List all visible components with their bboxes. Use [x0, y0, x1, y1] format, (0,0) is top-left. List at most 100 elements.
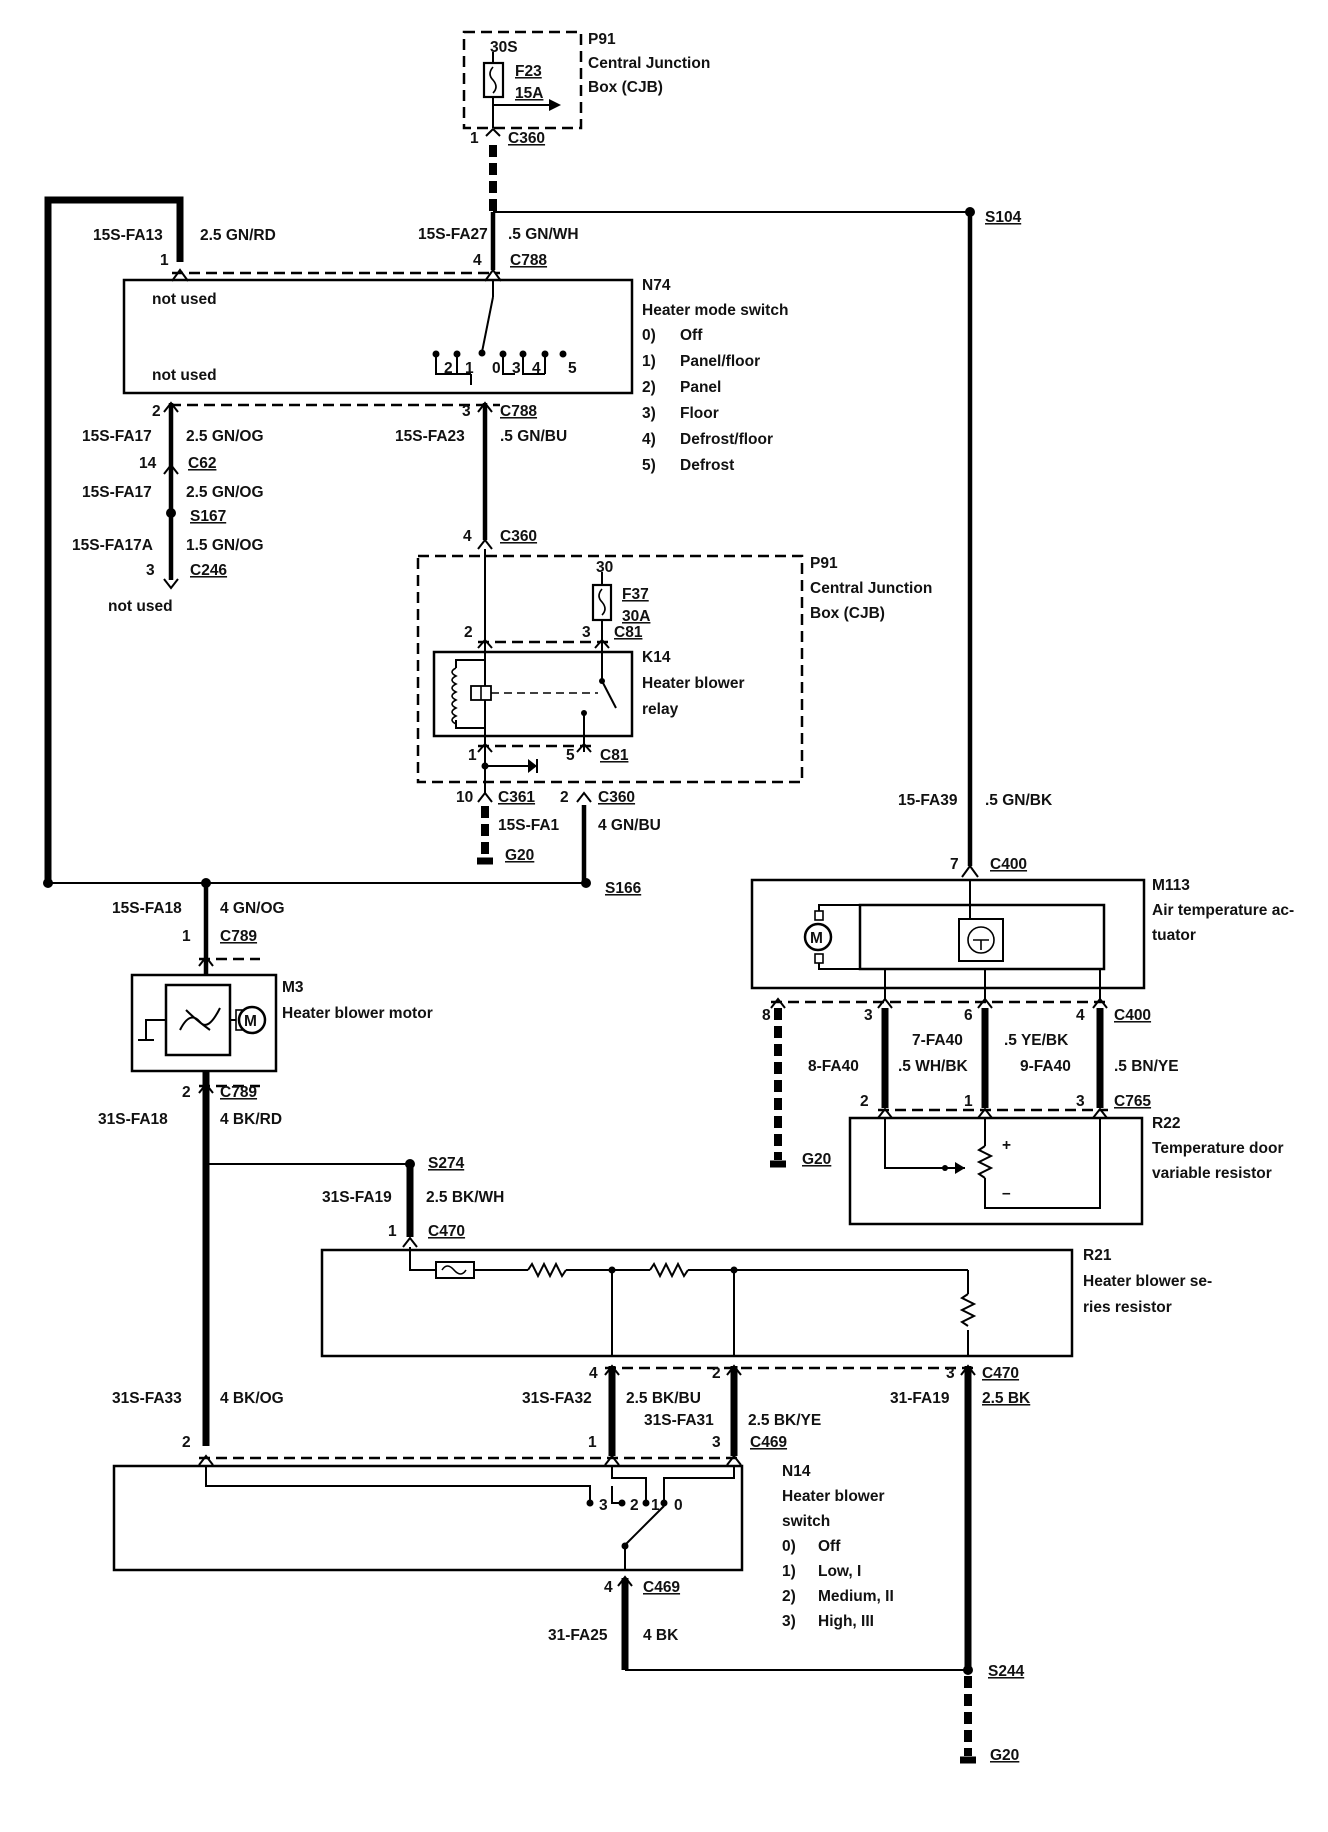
r22-id: R22: [1152, 1115, 1180, 1132]
fuse-f37-rating: 30A: [622, 608, 650, 625]
fa23-conn: C788: [500, 403, 537, 420]
k14-pin5: 5: [566, 747, 575, 764]
31fa18-pin: 2: [182, 1084, 191, 1101]
n74-mode-label: Defrost: [680, 457, 734, 474]
lb-c62: C62: [188, 455, 216, 472]
actuator-motor-icon: [803, 922, 833, 952]
n14-name2: switch: [782, 1513, 830, 1530]
n14-mode-label: Medium, II: [818, 1588, 894, 1605]
c360-top-name: C360: [508, 130, 545, 147]
n74-mode-num: 1): [642, 353, 656, 370]
r22-pin1: 1: [964, 1093, 973, 1110]
fa32-circuit: 31S-FA32: [522, 1390, 592, 1407]
k14-name1: Heater blower: [642, 675, 745, 692]
n74-pos-1: 1: [465, 360, 474, 377]
br-c360: C360: [598, 789, 635, 806]
fa40b-spec: .5 YE/BK: [1004, 1032, 1069, 1049]
r22-minus: –: [1002, 1185, 1011, 1202]
br-c361: C361: [498, 789, 535, 806]
r22-pin3: 3: [1076, 1093, 1085, 1110]
n14-pin3: 3: [712, 1434, 721, 1451]
fa23-spec: .5 GN/BU: [500, 428, 567, 445]
resistor-1-icon: [527, 1261, 567, 1279]
m113-name2: tuator: [1152, 927, 1196, 944]
splice-s244-dot: [963, 1665, 973, 1675]
n74-mode-label: Off: [680, 327, 703, 344]
n14-mode-num: 0): [782, 1538, 796, 1555]
p91-top-name2: Box (CJB): [588, 79, 663, 96]
n14-mode-num: 2): [782, 1588, 796, 1605]
n74-pos-4: 4: [532, 360, 541, 377]
n14-mode-label: Off: [818, 1538, 841, 1555]
potentiometer-icon: [976, 1118, 1101, 1209]
fa19-circuit: 31-FA19: [890, 1390, 950, 1407]
n74-mode-num: 5): [642, 457, 656, 474]
31fa18-conn: C789: [220, 1084, 257, 1101]
m113-pin4: 4: [1076, 1007, 1085, 1024]
fa27-spec: .5 GN/WH: [508, 226, 579, 243]
actuator-motor-letter: M: [810, 930, 823, 947]
fa25-conn: C469: [643, 1579, 680, 1596]
br-circuit: 15S-FA1: [498, 817, 560, 834]
terminal-30s: 30S: [490, 39, 518, 56]
br-g20: G20: [505, 847, 534, 864]
n74-mode-num: 0): [642, 327, 656, 344]
p91-mid-cjb: [416, 554, 804, 784]
fa33-circuit: 31S-FA33: [112, 1390, 182, 1407]
c400-top-name: C400: [990, 856, 1027, 873]
n14-mode-num: 3): [782, 1613, 796, 1630]
fa23-circuit: 15S-FA23: [395, 428, 465, 445]
r21-c470: C470: [982, 1365, 1019, 1382]
n74-mode-num: 2): [642, 379, 656, 396]
fa39-spec: .5 GN/BK: [985, 792, 1053, 809]
splice-s166-label: S166: [605, 880, 642, 897]
r21-name2: ries resistor: [1083, 1299, 1172, 1316]
fa25-circuit: 31-FA25: [548, 1627, 608, 1644]
fa31-spec: 2.5 BK/YE: [748, 1412, 821, 1429]
r21-pin3: 3: [946, 1365, 955, 1382]
m113-pin3: 3: [864, 1007, 873, 1024]
fa23-pin: 3: [462, 403, 471, 420]
fa27-circuit: 15S-FA27: [418, 226, 488, 243]
n14-pos-3: 3: [599, 1497, 608, 1514]
r21-name1: Heater blower se-: [1083, 1273, 1212, 1290]
arrow-icon: [549, 99, 561, 111]
k14-id: K14: [642, 649, 671, 666]
p91-top-name1: Central Junction: [588, 55, 710, 72]
lb-fa17-spec: 2.5 GN/OG: [186, 428, 264, 445]
relay-coil-icon: [451, 667, 458, 725]
fa40b-circuit: 7-FA40: [912, 1032, 963, 1049]
r21-pin2: 2: [712, 1365, 721, 1382]
motor-m-icon: [237, 1005, 267, 1035]
wiper-arrow-icon: [955, 1162, 965, 1174]
n14-mode-label: High, III: [818, 1613, 874, 1630]
r22-temperature-door-variable-resistor: [848, 1116, 1144, 1226]
k14-name2: relay: [642, 701, 679, 718]
splice-s274-label: S274: [428, 1155, 465, 1172]
n14-mode-label: Low, I: [818, 1563, 861, 1580]
resistor-2-icon: [649, 1261, 689, 1279]
motor-letter: M: [244, 1013, 257, 1030]
fa27-pin: 4: [473, 252, 482, 269]
r21-heater-blower-series-resistor: [320, 1248, 1074, 1358]
br-spec: 4 GN/BU: [598, 817, 661, 834]
lb-fa17b-spec: 2.5 GN/OG: [186, 484, 264, 501]
p91-mid-name2: Box (CJB): [810, 605, 885, 622]
fa13-pin: 1: [160, 252, 169, 269]
c400-top-pin: 7: [950, 856, 959, 873]
fa40a-circuit: 8-FA40: [808, 1058, 859, 1075]
m113-air-temperature-actuator: [750, 878, 1146, 990]
ground-g20-bottom: G20: [990, 1747, 1019, 1764]
n74-title: Heater mode switch: [642, 302, 788, 319]
r21-id: R21: [1083, 1247, 1112, 1264]
m113-c400: C400: [1114, 1007, 1151, 1024]
m113-name1: Air temperature ac-: [1152, 902, 1294, 919]
n74-mode-label: Panel: [680, 379, 721, 396]
n74-mode-label: Panel/floor: [680, 353, 760, 370]
cjb-mid-c360: C360: [500, 528, 537, 545]
fa13-circuit: 15S-FA13: [93, 227, 163, 244]
fa27-conn: C788: [510, 252, 547, 269]
n14-c469: C469: [750, 1434, 787, 1451]
31fa19-spec: 2.5 BK/WH: [426, 1189, 504, 1206]
